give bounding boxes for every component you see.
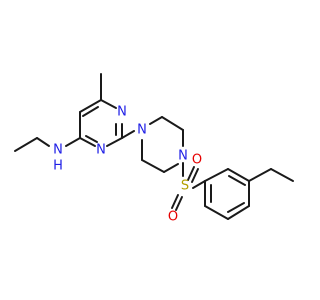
bond-ca-cb bbox=[161, 116, 184, 131]
bond-s-o-bottom-b bbox=[175, 196, 183, 211]
bond-ar4-ar5-double bbox=[227, 202, 245, 213]
atom-amine-h: H bbox=[53, 159, 63, 174]
atom-sulfonyl-o-top: O bbox=[192, 153, 202, 168]
atom-labels: N N N H N N S O O bbox=[53, 105, 202, 225]
bond-c4-n3-double bbox=[85, 135, 98, 143]
atom-amine-n: N bbox=[53, 143, 63, 158]
bond-cc-cd bbox=[141, 159, 165, 173]
molecule-structure: N N N H N N S O O bbox=[14, 73, 294, 225]
atom-pyrimidine-n3: N bbox=[96, 143, 106, 158]
bond-s-aryl bbox=[192, 180, 206, 189]
bond-ch2-ch3 bbox=[14, 137, 38, 152]
bond-c4-n3 bbox=[79, 137, 96, 147]
bond-n3-c2 bbox=[106, 137, 123, 147]
bond-ar1-ar2 bbox=[204, 168, 229, 182]
bond-ar5-ar6 bbox=[204, 205, 229, 220]
atom-sulfonyl-s: S bbox=[181, 179, 189, 194]
bond-pipn1-ca bbox=[149, 116, 163, 125]
atom-piperazine-n1: N bbox=[137, 123, 147, 138]
bond-nh-ch2 bbox=[36, 137, 50, 147]
bond-ar3-ch2 bbox=[248, 168, 272, 182]
bond-n1-c6 bbox=[100, 99, 117, 109]
bond-c6-c5 bbox=[79, 99, 102, 113]
atom-sulfonyl-o-bottom: O bbox=[168, 210, 178, 225]
atom-piperazine-n4: N bbox=[178, 149, 188, 164]
bond-c2-piperazine bbox=[121, 130, 135, 139]
atom-pyrimidine-n1: N bbox=[117, 105, 127, 120]
bond-ch2-ch3-aryl bbox=[270, 168, 294, 182]
bond-ar4-ar5 bbox=[227, 205, 250, 220]
bond-s-o-bottom-a bbox=[171, 194, 179, 209]
bond-pipn4-cc bbox=[163, 163, 179, 173]
bond-c4-nh bbox=[65, 137, 81, 147]
bond-s-o-top-a bbox=[187, 166, 195, 181]
bond-s-o-top-b bbox=[191, 168, 199, 183]
bond-c6-c5-double bbox=[82, 106, 99, 117]
bond-ar2-ar3 bbox=[227, 168, 250, 182]
bonds bbox=[14, 73, 294, 220]
bond-ar2-ar3-double bbox=[228, 175, 246, 186]
